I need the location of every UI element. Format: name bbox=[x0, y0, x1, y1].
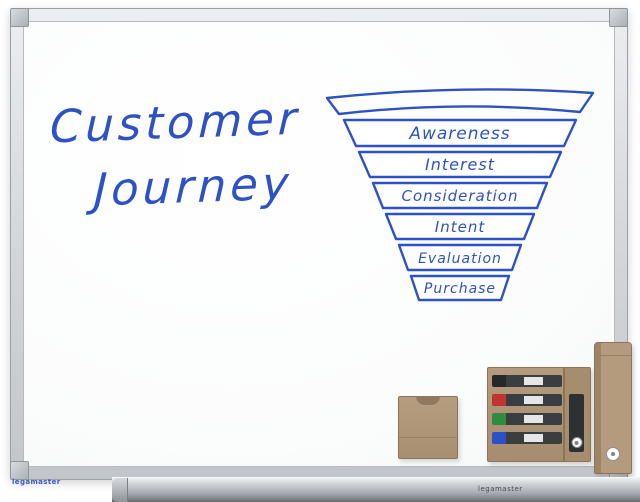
tray-end-cap bbox=[112, 478, 128, 502]
marker-cap-black bbox=[492, 375, 506, 387]
marker-body bbox=[506, 432, 562, 444]
marker-holder-box bbox=[487, 367, 591, 462]
frame-brand-logo: legamaster bbox=[12, 478, 61, 486]
funnel-mouth bbox=[325, 88, 595, 116]
marker-body bbox=[506, 394, 562, 406]
marker-cap-blue bbox=[492, 432, 506, 444]
funnel-stage-band bbox=[409, 274, 511, 302]
funnel-stage-label: Consideration bbox=[402, 187, 519, 205]
funnel-stage-label: Purchase bbox=[424, 281, 496, 297]
tray-brand-logo: legamaster bbox=[478, 485, 523, 493]
marker-cap-green bbox=[492, 413, 506, 425]
board-title-line-1: Customer bbox=[49, 91, 302, 154]
pouch-notch bbox=[416, 396, 440, 405]
marker-body bbox=[506, 375, 562, 387]
marker-green bbox=[492, 413, 562, 425]
funnel-stage-label: Awareness bbox=[408, 124, 510, 144]
funnel-stage-band bbox=[371, 181, 549, 210]
customer-journey-funnel: Awareness Interest Consideration Intent … bbox=[325, 88, 595, 302]
marker-body bbox=[506, 413, 562, 425]
pouch-seam bbox=[399, 436, 457, 438]
whiteboard: Customer Journey Awareness Interest Cons… bbox=[10, 8, 628, 480]
funnel-stage-band bbox=[384, 212, 536, 241]
frame-corner-top-left bbox=[10, 8, 29, 27]
eraser-emblem-icon bbox=[571, 437, 582, 448]
whiteboard-surface: Customer Journey Awareness Interest Cons… bbox=[23, 21, 615, 467]
funnel-stage-label: Evaluation bbox=[418, 251, 502, 267]
funnel-stage-band bbox=[342, 118, 578, 148]
funnel-stage-label: Intent bbox=[435, 218, 486, 236]
frame-corner-top-right bbox=[609, 8, 628, 27]
funnel-stage-band bbox=[357, 150, 563, 179]
board-title-line-2: Journey bbox=[93, 156, 294, 217]
board-eraser bbox=[569, 394, 584, 452]
marker-rows bbox=[492, 375, 562, 451]
frame-corner-bottom-left bbox=[10, 461, 29, 480]
marker-cap-red bbox=[492, 394, 506, 406]
box-seam bbox=[595, 355, 631, 356]
marker-black bbox=[492, 375, 562, 387]
cardboard-pouch bbox=[398, 396, 458, 459]
funnel-stage-label: Interest bbox=[425, 155, 495, 174]
marker-tray: legamaster bbox=[112, 477, 640, 502]
funnel-stage-band bbox=[397, 243, 523, 272]
marker-red bbox=[492, 394, 562, 406]
marker-blue bbox=[492, 432, 562, 444]
box-emblem-icon bbox=[606, 447, 620, 461]
eraser-compartment bbox=[563, 368, 590, 461]
tall-accessory-box bbox=[594, 342, 632, 474]
